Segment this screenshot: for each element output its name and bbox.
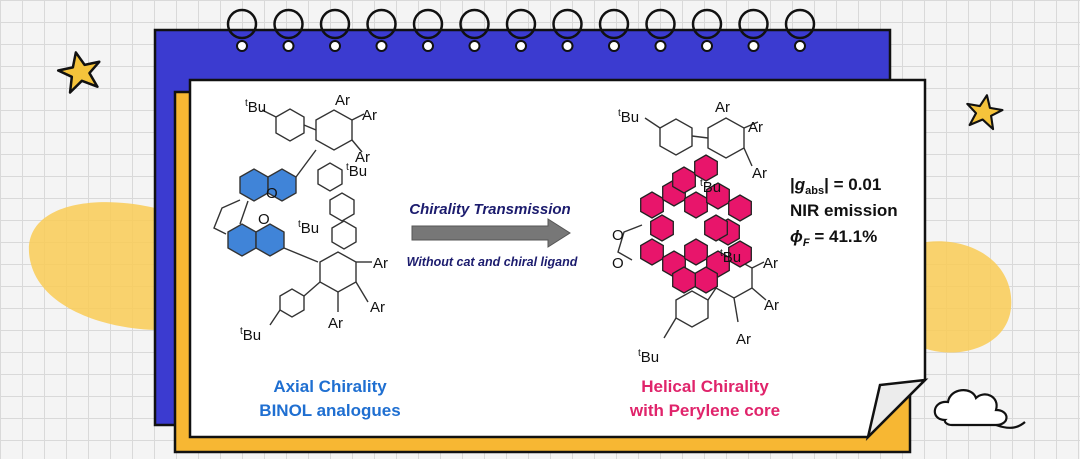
fused-ring <box>650 214 674 242</box>
svg-text:tBu: tBu <box>720 248 741 266</box>
svg-text:Ar: Ar <box>355 149 370 166</box>
spiral-ring <box>366 8 397 52</box>
fused-ring <box>694 154 718 182</box>
svg-text:Ar: Ar <box>748 119 763 136</box>
page-fold <box>865 378 929 441</box>
svg-text:Ar: Ar <box>736 331 751 348</box>
spiral-binding <box>226 8 816 52</box>
svg-text:Ar: Ar <box>752 165 767 182</box>
svg-text:tBu: tBu <box>245 98 266 116</box>
fused-ring <box>728 240 752 268</box>
spiral-ring <box>645 8 676 52</box>
svg-text:O: O <box>258 211 270 228</box>
svg-text:O: O <box>266 185 278 202</box>
spiral-ring <box>552 8 583 52</box>
svg-text:Ar: Ar <box>764 297 779 314</box>
spiral-ring <box>226 8 258 52</box>
svg-text:Ar: Ar <box>370 299 385 316</box>
svg-text:tBu: tBu <box>618 108 639 126</box>
svg-text:Ar: Ar <box>362 107 377 124</box>
svg-text:tBu: tBu <box>298 219 319 237</box>
right-molecule-labels: tBu Ar Ar Ar tBu tBu Ar Ar Ar tBu O O <box>612 99 779 366</box>
reaction-arrow <box>411 218 571 248</box>
fused-ring <box>728 194 752 222</box>
fused-ring <box>684 191 708 219</box>
svg-text:tBu: tBu <box>700 178 721 196</box>
fused-ring <box>704 214 728 242</box>
fused-ring <box>640 191 664 219</box>
left-molecule <box>213 108 372 326</box>
spiral-ring <box>273 8 304 52</box>
fused-ring <box>672 166 696 194</box>
svg-text:tBu: tBu <box>638 348 659 366</box>
arrow-top-label: Chirality Transmission <box>409 201 570 218</box>
cloud-icon <box>933 389 1026 429</box>
svg-text:Ar: Ar <box>763 255 778 272</box>
svg-text:Ar: Ar <box>373 255 388 272</box>
svg-text:Ar: Ar <box>328 315 343 332</box>
star-icon <box>966 94 1004 131</box>
quantum-yield-property: ϕF = 41.1% <box>790 227 877 249</box>
fused-ring <box>672 266 696 294</box>
spiral-ring <box>459 8 490 52</box>
spiral-ring <box>412 8 444 52</box>
left-molecule-labels: tBu Ar Ar Ar tBu tBu Ar Ar Ar tBu O O <box>240 92 388 344</box>
right-caption-line2: with Perylene core <box>629 401 780 420</box>
spiral-ring <box>784 8 816 52</box>
spiral-ring <box>598 8 630 52</box>
perylene-core <box>640 154 752 294</box>
fused-ring <box>694 266 718 294</box>
svg-text:tBu: tBu <box>346 162 367 180</box>
fused-ring <box>684 238 708 266</box>
spiral-ring <box>505 8 537 52</box>
svg-text:tBu: tBu <box>240 326 261 344</box>
star-icon <box>56 51 101 94</box>
right-caption-line1: Helical Chirality <box>641 377 769 396</box>
svg-text:Ar: Ar <box>335 92 350 109</box>
svg-text:Ar: Ar <box>715 99 730 116</box>
spiral-ring <box>691 8 723 52</box>
left-caption-line2: BINOL analogues <box>259 401 400 420</box>
svg-text:O: O <box>612 255 624 272</box>
left-caption-line1: Axial Chirality <box>273 377 387 396</box>
g-abs-property: |gabs| = 0.01 <box>790 175 881 197</box>
arrow-bottom-label: Without cat and chiral ligand <box>407 255 578 269</box>
spiral-ring <box>319 8 351 52</box>
svg-text:O: O <box>612 227 624 244</box>
emission-property: NIR emission <box>790 201 898 220</box>
spiral-ring <box>738 8 769 52</box>
fused-ring <box>640 238 664 266</box>
